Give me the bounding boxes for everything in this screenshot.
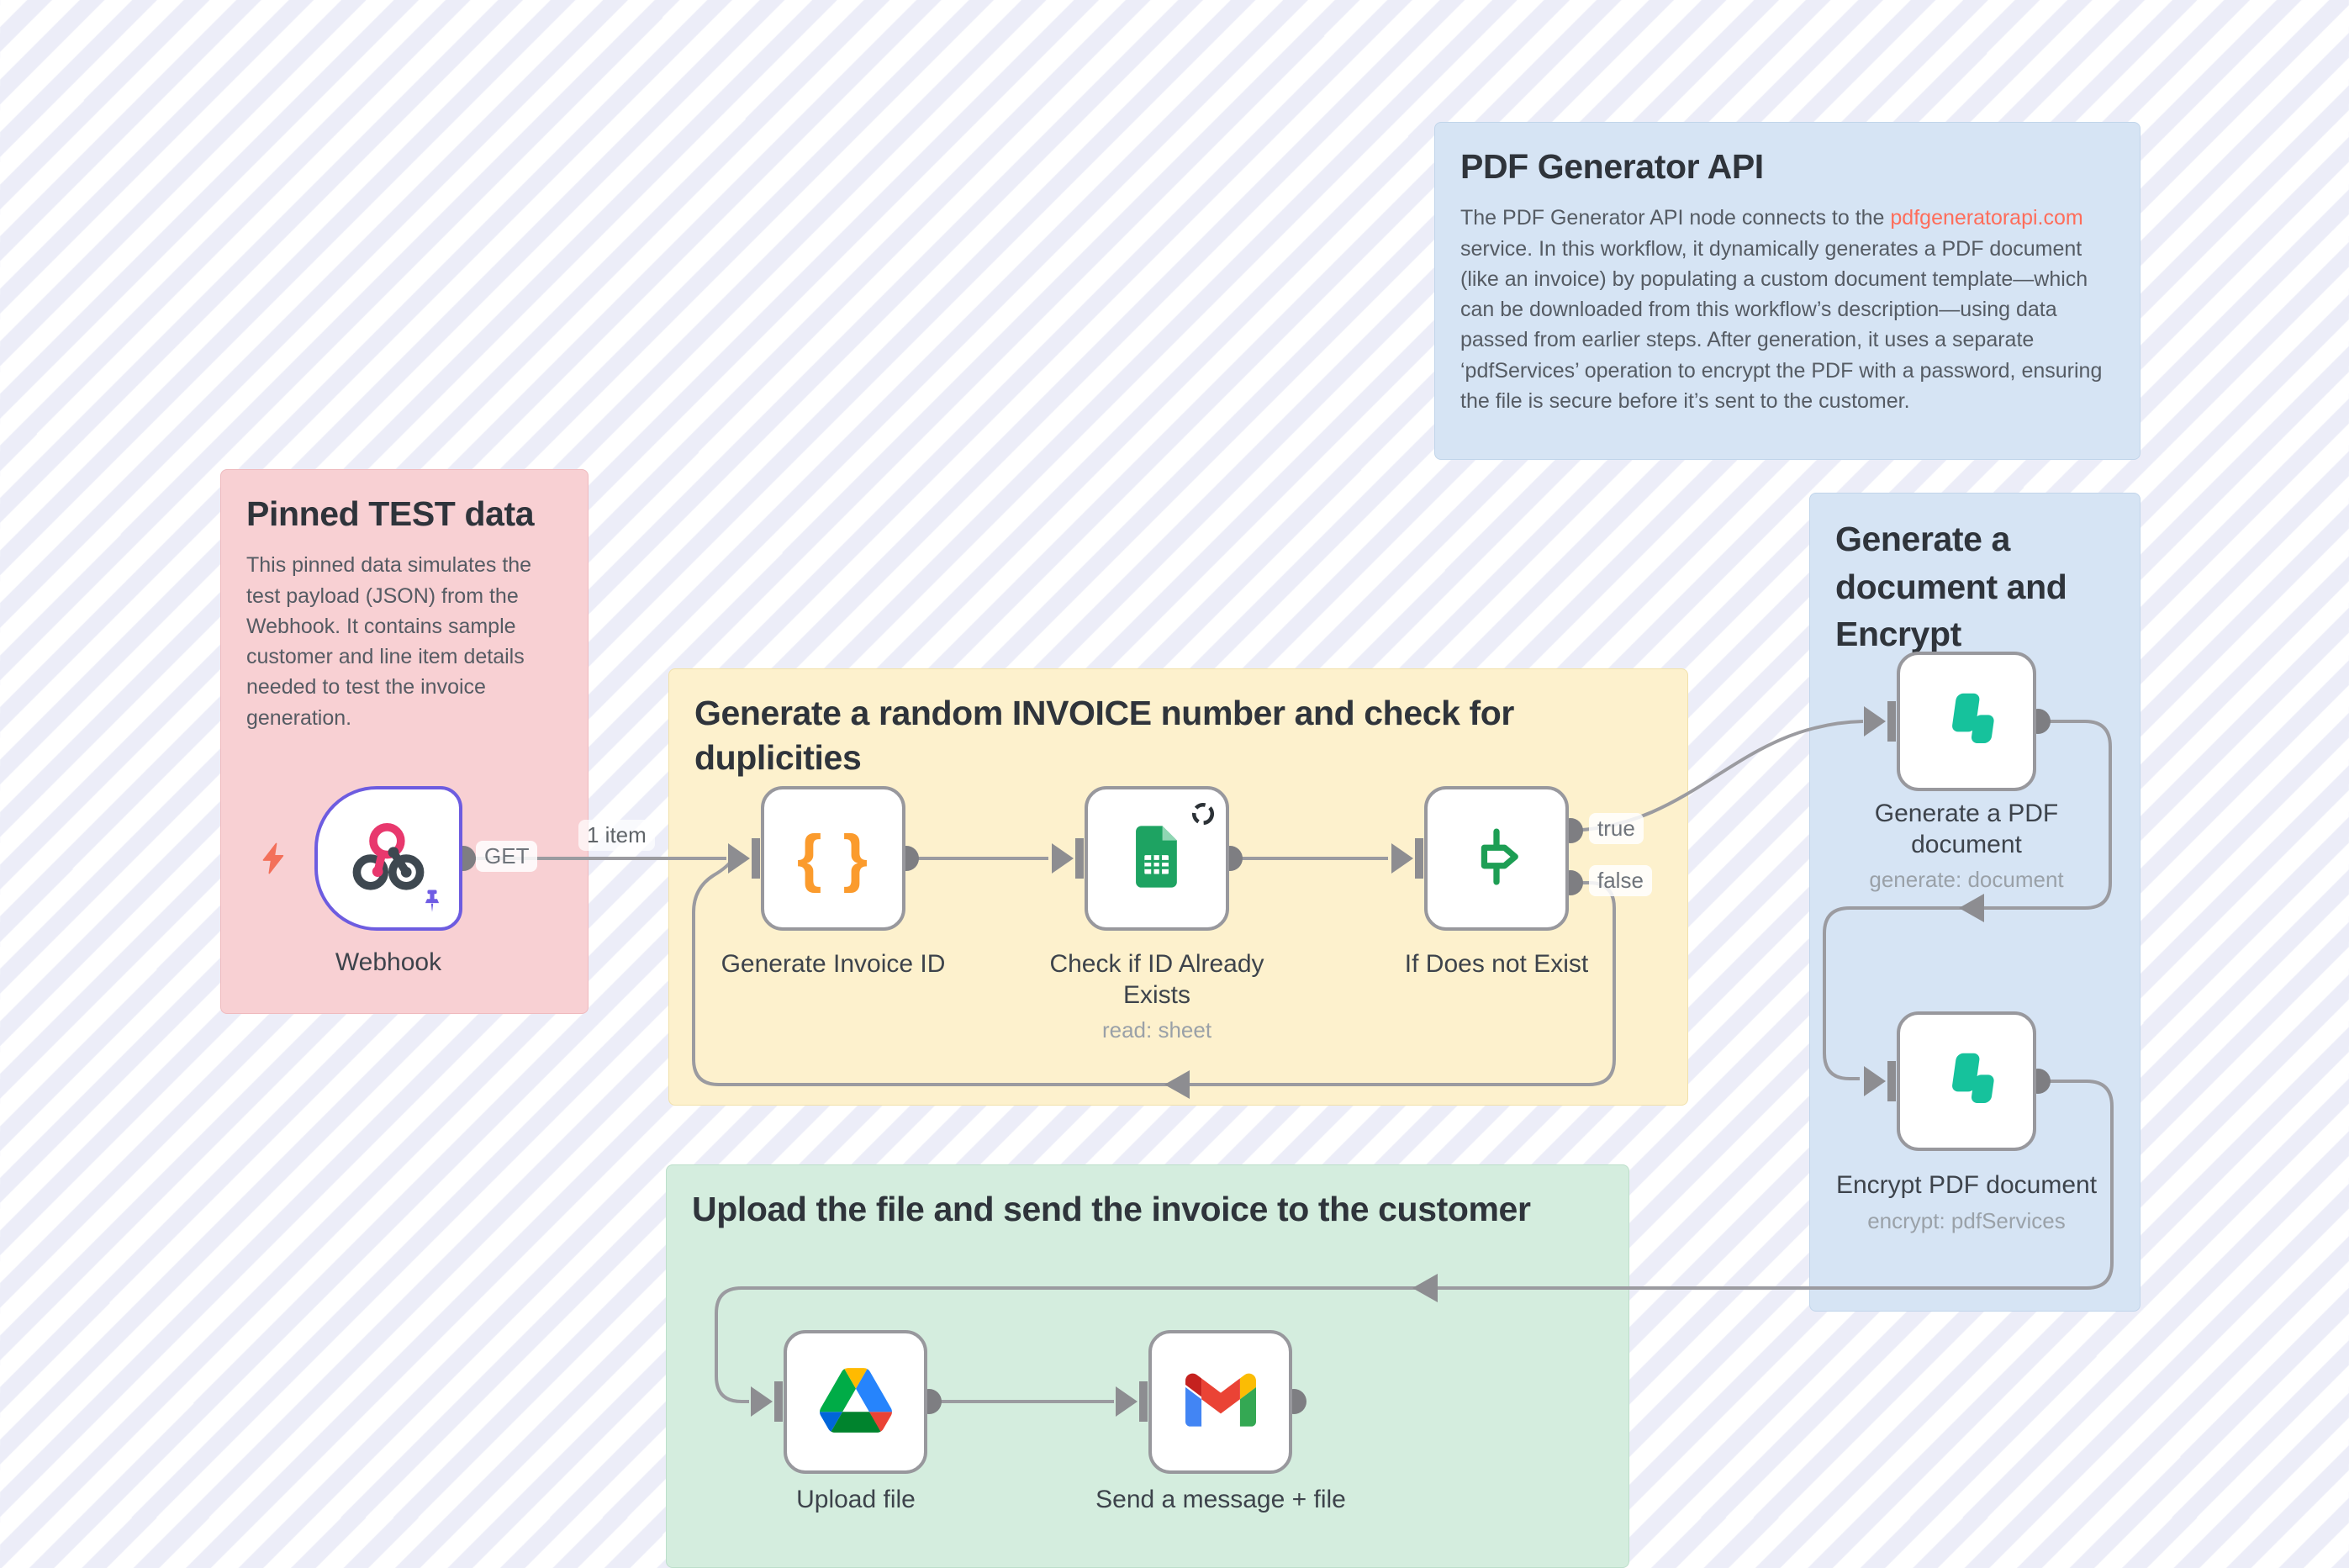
trigger-bolt-icon <box>257 839 291 882</box>
sticky-note-pdf-generator-api[interactable]: PDF Generator API The PDF Generator API … <box>1434 122 2140 460</box>
node-label-webhook: Webhook <box>335 948 442 976</box>
input-bar-if <box>1415 838 1423 879</box>
node-label-text: Encrypt PDF document <box>1835 1171 2098 1199</box>
body-text: The PDF Generator API node connects to t… <box>1460 206 1891 230</box>
input-arrow-code <box>728 843 750 874</box>
wire-direction-arrow <box>1412 1274 1438 1302</box>
if-true-output-label: true <box>1589 813 1644 844</box>
wire-direction-arrow <box>1959 894 1984 922</box>
items-count-label: 1 item <box>578 820 655 851</box>
input-bar-code <box>752 838 760 879</box>
node-label-if-does-not-exist: If Does not Exist <box>1404 950 1589 978</box>
sticky-title: Generate a random INVOICE number and che… <box>694 694 1514 778</box>
node-generate-pdf-document[interactable] <box>1897 652 2036 791</box>
input-arrow-encrypt <box>1864 1066 1886 1096</box>
pdf-generator-api-icon <box>1926 1039 2007 1124</box>
sticky-title: PDF Generator API <box>1460 147 1764 186</box>
node-label-text: Generate a PDF document <box>1874 800 2059 858</box>
input-bar-sheets <box>1075 838 1084 879</box>
input-arrow-upload <box>751 1386 773 1417</box>
node-label-send-message-file: Send a message + file <box>1095 1486 1346 1513</box>
node-sublabel: encrypt: pdfServices <box>1867 1207 2066 1233</box>
node-sublabel: read: sheet <box>1101 1017 1212 1043</box>
if-false-output-label: false <box>1589 865 1652 896</box>
node-label-generate-invoice-id: Generate Invoice ID <box>721 950 946 978</box>
sticky-body: The PDF Generator API node connects to t… <box>1460 203 2114 416</box>
node-generate-invoice-id[interactable]: { } <box>761 786 905 931</box>
sticky-title: Pinned TEST data <box>246 494 535 533</box>
node-label-encrypt-pdf: Encrypt PDF document encrypt: pdfService… <box>1773 1170 2160 1234</box>
wire-if-false-loop-to-code[interactable] <box>692 857 1616 1086</box>
node-label-upload-file: Upload file <box>796 1486 916 1513</box>
sticky-note-pinned-test-data[interactable]: Pinned TEST data This pinned data simula… <box>220 469 589 1014</box>
sticky-title: Generate a document and Encrypt <box>1835 520 2067 654</box>
pinned-data-pin-icon <box>417 884 447 922</box>
node-upload-file[interactable] <box>784 1330 927 1474</box>
code-braces-icon: { } <box>796 822 870 894</box>
input-bar-gmail <box>1139 1381 1148 1422</box>
google-sheets-icon <box>1120 820 1194 898</box>
input-arrow-gmail <box>1116 1386 1138 1417</box>
refresh-sync-icon <box>1189 800 1217 832</box>
webhook-method-label: GET <box>476 841 538 872</box>
node-label-check-id-exists: Check if ID Already Exists read: sheet <box>1031 949 1283 1044</box>
gmail-icon <box>1185 1373 1256 1431</box>
input-bar-encrypt <box>1887 1061 1896 1101</box>
webhook-icon <box>348 816 429 901</box>
input-bar-generate-pdf <box>1887 701 1896 742</box>
sticky-title: Upload the file and send the invoice to … <box>692 1190 1531 1228</box>
sticky-body: This pinned data simulates the test payl… <box>246 553 532 730</box>
node-sublabel: generate: document <box>1869 867 2064 893</box>
node-label-generate-pdf: Generate a PDF document generate: docume… <box>1840 799 2093 894</box>
if-signpost-icon <box>1458 818 1535 900</box>
pdf-generator-api-icon <box>1926 679 2007 764</box>
google-drive-icon <box>819 1367 892 1437</box>
node-if-does-not-exist[interactable] <box>1424 786 1569 931</box>
node-check-id-exists[interactable] <box>1085 786 1229 931</box>
node-webhook[interactable] <box>314 786 462 931</box>
input-arrow-generate-pdf <box>1864 706 1886 736</box>
node-encrypt-pdf-document[interactable] <box>1897 1011 2036 1151</box>
node-send-message-file[interactable] <box>1148 1330 1292 1474</box>
wire-direction-arrow <box>1164 1070 1190 1099</box>
pdfgeneratorapi-link[interactable]: pdfgeneratorapi.com <box>1890 206 2083 230</box>
node-label-text: Check if ID Already Exists <box>1049 950 1264 1009</box>
body-text: service. In this workflow, it dynamicall… <box>1460 236 2103 413</box>
input-bar-upload <box>774 1381 783 1422</box>
input-arrow-if <box>1391 843 1413 874</box>
input-arrow-sheets <box>1052 843 1074 874</box>
